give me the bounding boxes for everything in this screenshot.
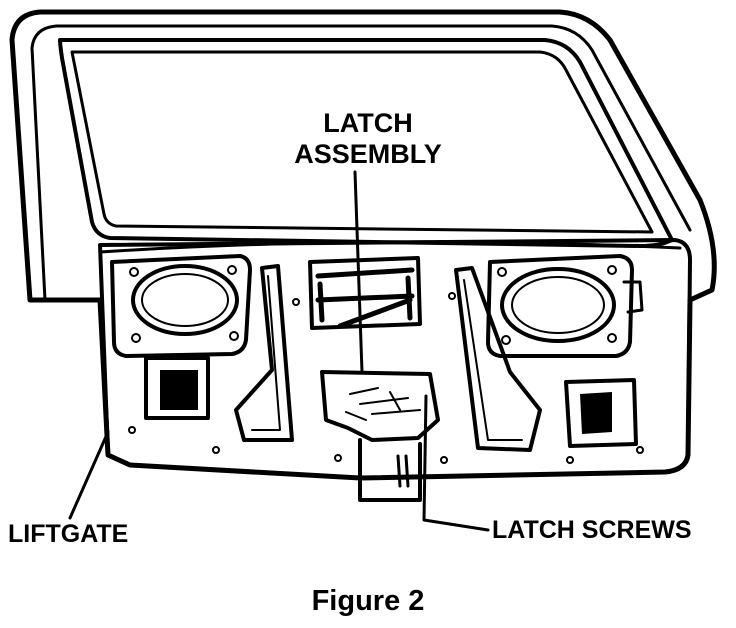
liftgate-label: LIFTGATE [8,520,129,548]
right-speaker-inner [511,276,605,334]
right-handle-strip [454,266,542,452]
latch-assembly-label-line2: ASSEMBLY [294,139,442,169]
left-pocket [144,356,210,420]
latch-screws-label: LATCH SCREWS [492,516,692,544]
right-speaker [500,267,616,343]
left-speaker [131,264,239,336]
latch-assembly-leader [353,170,364,374]
latch-assembly-label-line1: LATCH [323,108,413,138]
left-speaker-housing [110,254,252,358]
liftgate-frame-inner-edge [30,24,692,302]
left-speaker-inner [141,273,229,327]
right-pocket [564,378,638,448]
latch-assembly [320,370,440,442]
window-glass-inner [70,50,654,234]
left-handle-strip [234,264,294,442]
latch-screws-leader [422,394,490,532]
figure-caption: Figure 2 [311,585,425,617]
liftgate-outer-frame [9,9,717,481]
upper-latch-bracket [308,256,422,330]
latch-assembly-label: LATCH ASSEMBLY [268,108,468,170]
latch-lower-bracket [358,438,422,502]
panel-top-ridge [98,240,682,254]
liftgate-leader [68,430,110,520]
right-speaker-housing [486,254,634,358]
trim-panel [98,238,692,457]
